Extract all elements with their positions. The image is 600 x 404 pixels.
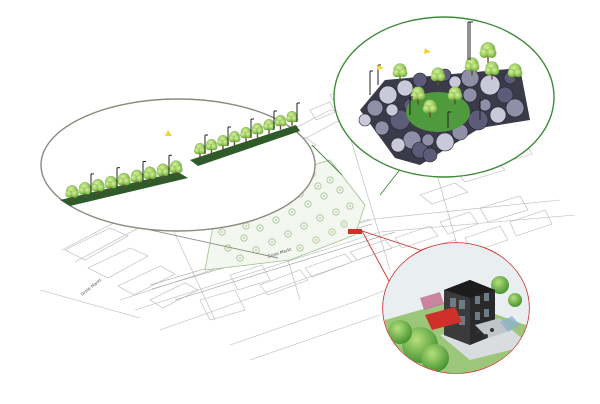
tree	[205, 138, 218, 154]
tree	[422, 99, 438, 118]
lamp-post	[142, 161, 146, 182]
flag	[424, 48, 431, 54]
lamp-post	[227, 126, 231, 146]
plaza-lamp-posts	[369, 21, 483, 128]
tree	[251, 123, 264, 138]
lamp-post	[250, 118, 254, 138]
tree	[479, 42, 497, 63]
building-red-awning	[425, 307, 462, 330]
tree-row-trees	[65, 102, 300, 202]
tree-row-callout	[40, 98, 316, 232]
tree	[507, 63, 523, 82]
tree	[169, 160, 183, 177]
lamp-post	[296, 102, 300, 122]
lamp-post	[90, 173, 94, 194]
plaza-lawn	[406, 92, 470, 132]
lamp-post	[204, 134, 208, 154]
plaza-trees	[392, 42, 523, 118]
tree	[78, 182, 92, 199]
tree-strip-right	[190, 125, 300, 166]
lamp-post	[469, 21, 473, 60]
tree	[410, 86, 426, 105]
tree	[228, 130, 241, 146]
tree	[194, 142, 206, 158]
building-callout	[382, 242, 530, 374]
tree	[484, 61, 500, 80]
flag	[165, 130, 172, 136]
lamp-post	[409, 96, 413, 115]
tree	[430, 67, 446, 86]
tree	[263, 119, 275, 134]
building-location-marker	[348, 229, 362, 234]
tree	[464, 57, 480, 76]
lamp-post	[273, 110, 277, 130]
tree	[104, 175, 118, 193]
tree	[91, 178, 105, 196]
tree	[286, 111, 298, 126]
flag	[377, 65, 384, 70]
lamp-post	[168, 154, 172, 176]
plaza-paving-stones	[358, 68, 525, 163]
lamp-post	[116, 167, 120, 188]
plaza-callout	[333, 16, 555, 178]
tree	[65, 185, 79, 202]
tree	[240, 127, 252, 142]
tree	[217, 134, 229, 150]
lamp-post	[369, 70, 373, 95]
lamp-post	[479, 99, 483, 120]
tree	[447, 86, 463, 105]
street-label-left: Grote Markt	[80, 277, 103, 297]
tree	[143, 166, 157, 183]
tree	[130, 169, 144, 187]
lamp-post	[447, 111, 451, 128]
tree	[392, 63, 408, 82]
tree	[274, 115, 287, 130]
tree	[117, 172, 131, 190]
tree	[156, 163, 170, 180]
